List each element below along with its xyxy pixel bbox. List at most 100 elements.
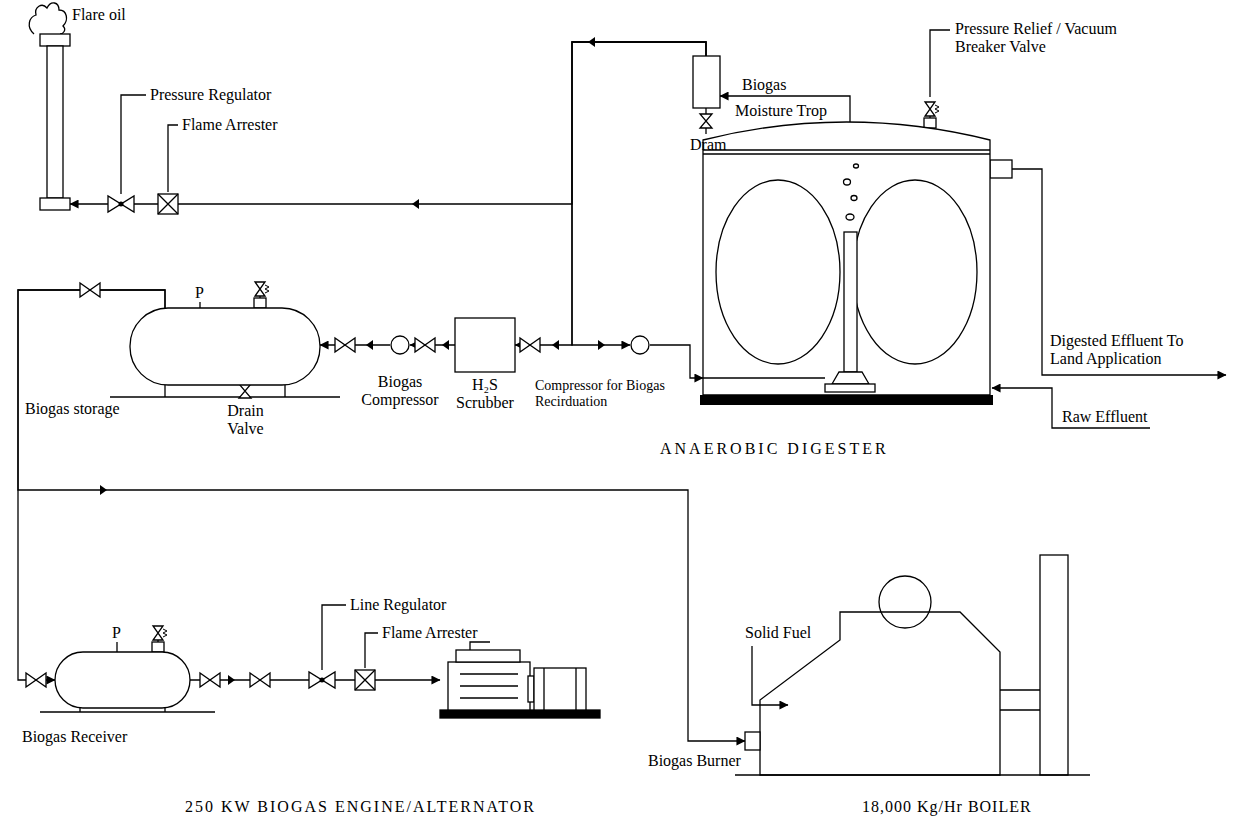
anaerobic-digester-part	[703, 122, 990, 395]
anaerobic-digester-part	[832, 372, 869, 384]
valve-symbol	[335, 338, 355, 352]
ground-line	[110, 396, 340, 397]
part-label: Dram	[690, 136, 726, 154]
engine-alternator-outline	[440, 640, 600, 718]
scrubber-box-outline	[455, 318, 515, 372]
anaerobic-digester-part	[825, 384, 875, 392]
receiver-tank-part	[55, 652, 190, 708]
flow-label: Digested Effluent To Land Application	[1050, 332, 1220, 369]
moisture-trap: Moisture Trop	[693, 56, 720, 108]
part-label: Drain Valve	[218, 402, 273, 439]
engine-alternator-part	[528, 676, 534, 702]
valve-symbol	[250, 673, 270, 687]
flow-arrow	[412, 199, 419, 209]
valve-symbol	[80, 283, 100, 297]
storage-tank-outline	[130, 308, 320, 385]
engine-alternator-part	[456, 650, 520, 662]
flare-stack-outline	[40, 34, 70, 210]
valve-symbol	[700, 114, 712, 128]
receiver-tank: Biogas Receiver	[55, 652, 190, 708]
flow-arrow	[442, 340, 449, 350]
callout-label: Pressure Regulator	[150, 86, 271, 104]
part-label: Biogas Burner	[648, 752, 741, 770]
relief-valve-symbol	[254, 282, 269, 308]
equipment-label: Flare oil	[72, 6, 126, 24]
pipe-connector	[18, 290, 745, 741]
pipe-label: Biogas	[740, 76, 788, 94]
equipment-label: H₂S Scrubber	[445, 376, 525, 413]
digester-slab	[700, 395, 993, 405]
valve-symbol	[415, 338, 435, 352]
effluent-pipe	[992, 388, 1150, 428]
regulator-symbol	[108, 196, 134, 212]
flow-arrow	[100, 485, 107, 495]
flow-arrow	[366, 340, 373, 350]
flare-flame	[29, 3, 66, 34]
engine-alternator: 250 KW BIOGAS ENGINE/ALTERNATOR	[440, 640, 600, 718]
valve-symbol	[520, 338, 540, 352]
moisture-trap-part	[693, 56, 720, 108]
valve-symbol	[26, 673, 46, 687]
relief-valve-symbol	[924, 102, 939, 128]
scrubber-box-part	[455, 318, 515, 372]
compressor-symbol-outline	[390, 335, 410, 355]
anaerobic-digester-part	[851, 196, 857, 201]
tank-legs	[165, 385, 285, 397]
leader-line	[168, 125, 178, 192]
equipment-label: Compressor for Biogas Recirduation	[535, 378, 666, 410]
overflow-box	[990, 160, 1012, 178]
valve-symbol	[200, 673, 220, 687]
leader-line	[322, 605, 346, 670]
flow-label: Solid Fuel	[745, 624, 811, 642]
gauge-label: P	[195, 284, 204, 302]
equipment-label: Biogas storage	[25, 400, 120, 418]
regulator-symbol	[309, 672, 335, 688]
anaerobic-digester-part	[846, 214, 854, 220]
equipment-label: ANAEROBIC DIGESTER	[660, 440, 889, 458]
anaerobic-digester-part	[716, 180, 840, 364]
anaerobic-digester-part	[844, 179, 851, 185]
flow-arrow	[598, 340, 605, 350]
effluent-pipe	[1012, 169, 1226, 375]
compressor-symbol: Biogas Compressor	[390, 335, 410, 355]
leader-line	[930, 30, 950, 97]
leader-line	[121, 95, 146, 194]
callout-label: Line Regulator	[350, 596, 446, 614]
engine-alternator-part	[534, 668, 586, 710]
ground-line	[40, 711, 215, 712]
flow-arrow	[552, 340, 559, 350]
flue-duct	[1000, 690, 1040, 710]
compressor-symbol-outline	[630, 335, 650, 355]
pipe-connector	[70, 42, 706, 204]
pipe-connector	[515, 42, 706, 345]
anaerobic-digester-part	[703, 377, 825, 378]
flame-arrester-symbol	[158, 194, 178, 214]
compressor-symbol-part	[631, 336, 649, 354]
anaerobic-digester-part	[844, 232, 857, 372]
chimney	[1040, 555, 1068, 775]
anaerobic-digester-part	[854, 164, 859, 168]
relief-valve-symbol	[152, 626, 167, 652]
moisture-trap-outline	[693, 56, 720, 108]
storage-tank: Biogas storage	[130, 308, 320, 385]
boiler-outline	[745, 572, 1000, 775]
callout-label: Flame Arrester	[382, 624, 478, 642]
anaerobic-digester-part	[703, 150, 990, 154]
valve-symbol	[239, 384, 251, 398]
flame-arrester-symbol	[355, 670, 375, 690]
boiler: 18,000 Kg/Hr BOILER	[745, 572, 1000, 775]
gauge-stub	[116, 642, 117, 652]
flow-arrow	[588, 37, 595, 47]
engine-alternator-part	[460, 674, 518, 698]
gauge-stub	[199, 302, 200, 308]
equipment-label: 250 KW BIOGAS ENGINE/ALTERNATOR	[185, 798, 536, 816]
engine-alternator-part	[448, 662, 530, 710]
callout-label: Pressure Relief / Vacuum Breaker Valve	[955, 20, 1150, 57]
gauge-label: P	[112, 624, 121, 642]
flare-stack-part	[40, 34, 70, 46]
engine-alternator-part	[440, 710, 600, 718]
anaerobic-digester: ANAEROBIC DIGESTER	[703, 122, 990, 395]
compressor-symbol-part	[391, 336, 409, 354]
pipe-connector	[650, 345, 703, 378]
